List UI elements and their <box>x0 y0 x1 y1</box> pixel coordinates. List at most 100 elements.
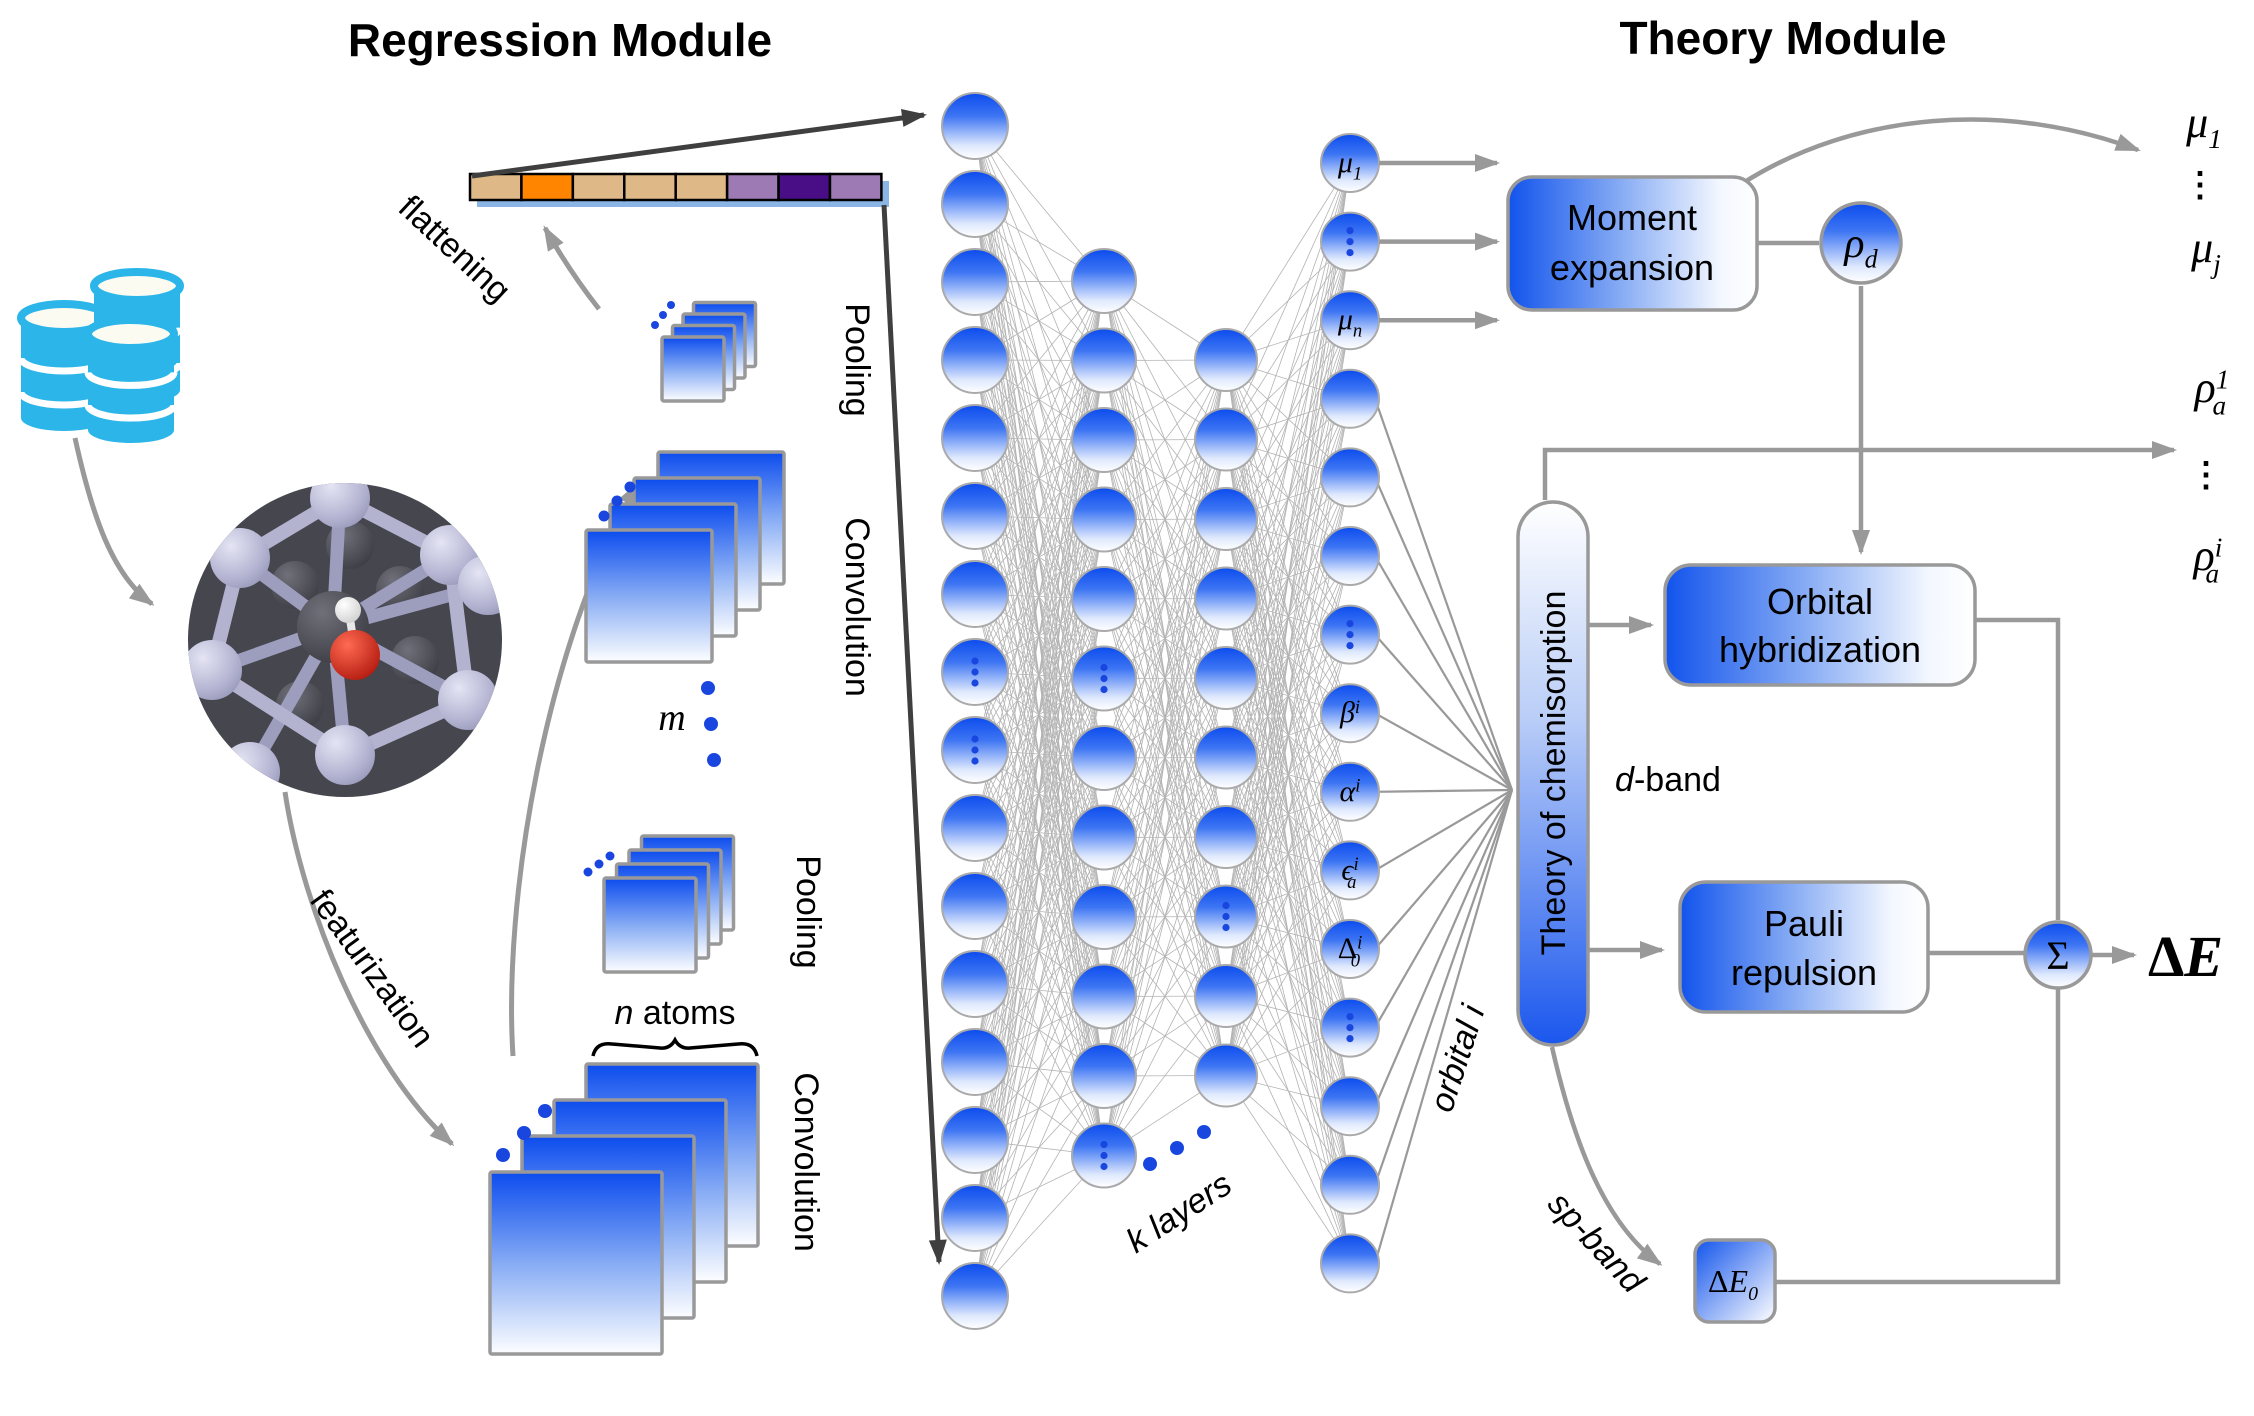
node-ellipsis-dot <box>1346 1024 1354 1032</box>
ellipsis-dot <box>583 867 593 877</box>
nn-edge <box>974 827 1105 997</box>
metal-atom <box>438 670 498 730</box>
nn-node <box>941 1184 1009 1252</box>
metal-atom <box>210 528 270 588</box>
feature-map-stacks <box>488 300 1211 1356</box>
nn-node <box>1071 645 1137 712</box>
node-ellipsis-dot <box>971 757 979 765</box>
feature-map-sheet <box>488 1170 664 1356</box>
flatten-cell <box>725 172 780 202</box>
nn-edge <box>974 983 1105 1156</box>
nn-edge <box>974 598 1105 1297</box>
moment-to-mu-outputs-arrow <box>1741 117 2141 185</box>
nn-edge <box>974 593 1105 759</box>
mu-j-output: μj <box>2190 223 2221 279</box>
output-to-chemisorption-line <box>1373 476 1514 791</box>
nn-edge <box>1103 518 1227 1156</box>
nn-edge <box>1225 1075 1351 1264</box>
nn-edge <box>974 515 1105 759</box>
stage-label-pooling-mid: Pooling <box>789 855 827 968</box>
nn-node <box>1320 997 1380 1058</box>
m-label: m <box>658 697 685 739</box>
node-ellipsis-dot <box>1346 1035 1354 1043</box>
node-ellipsis-dot <box>1346 631 1354 639</box>
node-ellipsis-dot <box>1222 901 1230 910</box>
output-to-chemisorption-line <box>1373 789 1514 1264</box>
node-ellipsis-dot <box>1346 249 1354 257</box>
nn-edge <box>974 515 1105 679</box>
featurization-arrow <box>282 791 455 1147</box>
nn-node <box>1320 1154 1380 1215</box>
nn-node <box>941 1262 1009 1330</box>
regression-module-title: Regression Module <box>348 14 772 66</box>
rho-ellipsis: ⋮ <box>2189 457 2223 494</box>
nn-node <box>1194 328 1258 392</box>
nn-edge <box>1225 320 1351 1076</box>
nn-node <box>941 638 1009 706</box>
ellipsis-dot <box>659 311 667 319</box>
sigma-label: Σ <box>2046 933 2069 978</box>
orbital-hybridization-line1: Orbital <box>1767 581 1873 622</box>
pipeline-arrows <box>72 225 641 1147</box>
nn-node <box>1320 1233 1380 1294</box>
database-cylinder <box>84 316 178 443</box>
output-convergence-lines <box>1373 398 1514 1264</box>
pauli-repulsion-line1: Pauli <box>1764 903 1844 944</box>
output-to-chemisorption-line <box>1374 789 1513 872</box>
nn-node <box>941 716 1009 784</box>
nn-node <box>941 794 1009 862</box>
output-to-chemisorption-line <box>1374 789 1513 1029</box>
nn-edge <box>1103 916 1227 1156</box>
nn-edge <box>1103 995 1227 1156</box>
nn-node-label: αi <box>1340 775 1361 808</box>
nn-edge <box>974 125 1105 361</box>
nn-node: βi <box>1320 683 1380 744</box>
nn-edge <box>974 671 1105 838</box>
delta-e-output: ΔE <box>2148 924 2223 989</box>
nn-node <box>1194 566 1258 631</box>
theory-module-title: Theory Module <box>1619 12 1946 64</box>
nn-node <box>941 872 1009 940</box>
nn-edge <box>974 749 1105 997</box>
pool-stack-mid <box>602 834 736 974</box>
nn-edge <box>1103 359 1227 679</box>
nn-node <box>1194 487 1258 551</box>
sigma-node: Σ <box>2023 920 2093 990</box>
n-atoms-brace <box>591 1036 759 1057</box>
pool-stack-top <box>660 300 758 403</box>
nn-node <box>1071 486 1137 553</box>
output-to-chemisorption-line <box>1374 789 1513 950</box>
nn-node <box>941 248 1009 316</box>
output-to-chemisorption-line <box>1373 789 1514 1107</box>
orbital-hybridization-box: Orbital hybridization <box>1663 563 1977 687</box>
ellipsis-dot <box>707 753 721 767</box>
metal-atom <box>458 555 502 615</box>
nn-edge <box>974 749 1105 918</box>
nn-edge <box>974 280 1105 985</box>
chemisorption-to-rhoa-arrow <box>1542 441 2177 500</box>
flatten-cell <box>468 172 523 202</box>
nn-edge <box>974 437 1105 679</box>
nn-edge <box>974 359 1105 520</box>
nn-node-label: μn <box>1337 303 1362 341</box>
nn-node <box>941 1028 1009 1096</box>
nn-node <box>941 92 1009 160</box>
node-ellipsis-dot <box>1222 923 1230 932</box>
nn-node <box>1071 248 1137 314</box>
nn-edge <box>1225 870 1351 1076</box>
ellipsis-dot <box>598 510 610 522</box>
delta-e0-box: ΔE0 <box>1693 1238 1777 1324</box>
nn-node <box>1320 211 1380 272</box>
node-ellipsis-dot <box>1222 912 1230 921</box>
feature-map-sheet <box>602 876 698 974</box>
nn-edge <box>1103 359 1227 1077</box>
molecule-image <box>188 483 502 797</box>
featurization-label: featurization <box>302 882 442 1054</box>
output-to-chemisorption-line <box>1374 712 1513 791</box>
nn-edge <box>1225 162 1351 440</box>
nn-edge <box>974 203 1105 441</box>
nn-edge <box>974 280 1105 517</box>
node-ellipsis-dot <box>1346 642 1354 650</box>
output-to-chemisorption-line <box>1374 555 1513 791</box>
